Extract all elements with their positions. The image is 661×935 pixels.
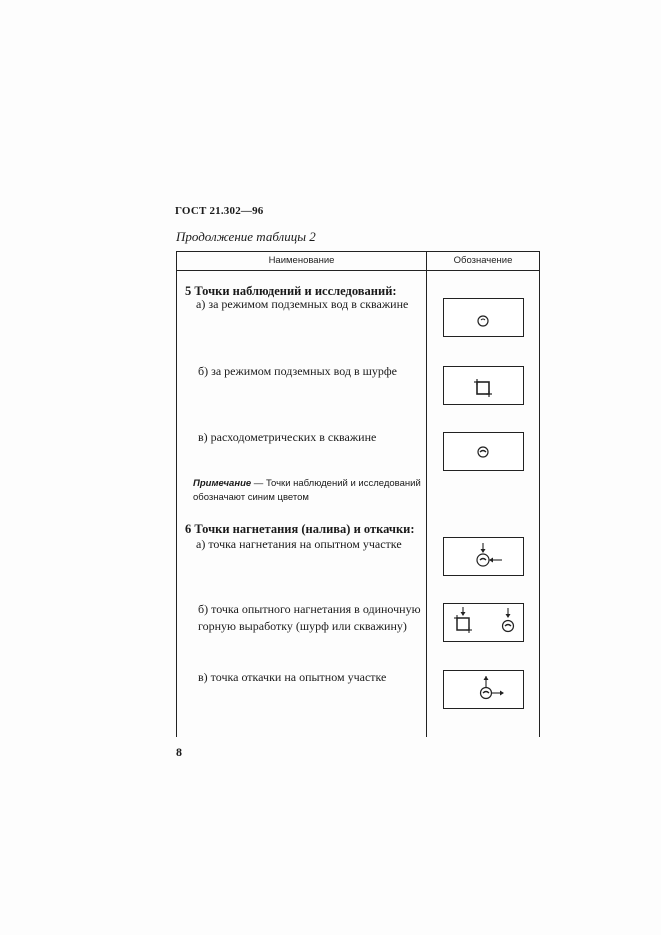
column-header-symbol: Обозначение: [453, 255, 513, 266]
well-circle-icon: [477, 315, 489, 327]
page-number: 8: [176, 745, 182, 759]
flowmeter-symbol: [443, 432, 524, 471]
pit-observation-symbol: [443, 366, 524, 405]
pumping-site-symbol: [443, 670, 524, 709]
table-column-divider: [426, 251, 427, 737]
section-5-item-a: а) за режимом подземных вод в скважине: [196, 297, 409, 311]
table-header-border: [176, 270, 539, 271]
injection-site-symbol: [443, 537, 524, 576]
table-continuation-label: Продолжение таблицы 2: [176, 229, 316, 244]
single-injection-icon: [454, 607, 515, 633]
section-6-title: 6 Точки нагнетания (налива) и откачки:: [185, 522, 415, 536]
table-right-border: [539, 251, 540, 737]
note-text: — Точки наблюдений и исследований обозна…: [193, 478, 421, 503]
section-5-note: Примечание — Точки наблюдений и исследов…: [193, 477, 423, 505]
note-label: Примечание: [193, 478, 252, 489]
pumping-circle-arrows-icon: [479, 676, 504, 700]
section-5-item-b: б) за режимом подземных вод в шурфе: [198, 364, 397, 378]
column-header-name: Наименование: [268, 255, 335, 266]
pit-square-icon: [474, 379, 492, 397]
section-6-item-a: а) точка нагнетания на опытном участке: [196, 537, 402, 551]
section-6-item-b: б) точка опытного нагнетания в одиночную…: [198, 602, 421, 633]
table-left-border: [176, 251, 177, 737]
flowmeter-circle-icon: [477, 446, 489, 458]
well-observation-symbol: [443, 298, 524, 337]
single-injection-symbol: [443, 603, 524, 642]
section-5-item-c: в) расходометрических в скважине: [198, 430, 377, 444]
table-top-border: [176, 251, 539, 252]
injection-circle-arrows-icon: [476, 543, 502, 567]
section-6-item-c: в) точка откачки на опытном участке: [198, 670, 387, 684]
document-code: ГОСТ 21.302—96: [175, 205, 264, 217]
section-5-title: 5 Точки наблюдений и исследований:: [185, 284, 397, 298]
